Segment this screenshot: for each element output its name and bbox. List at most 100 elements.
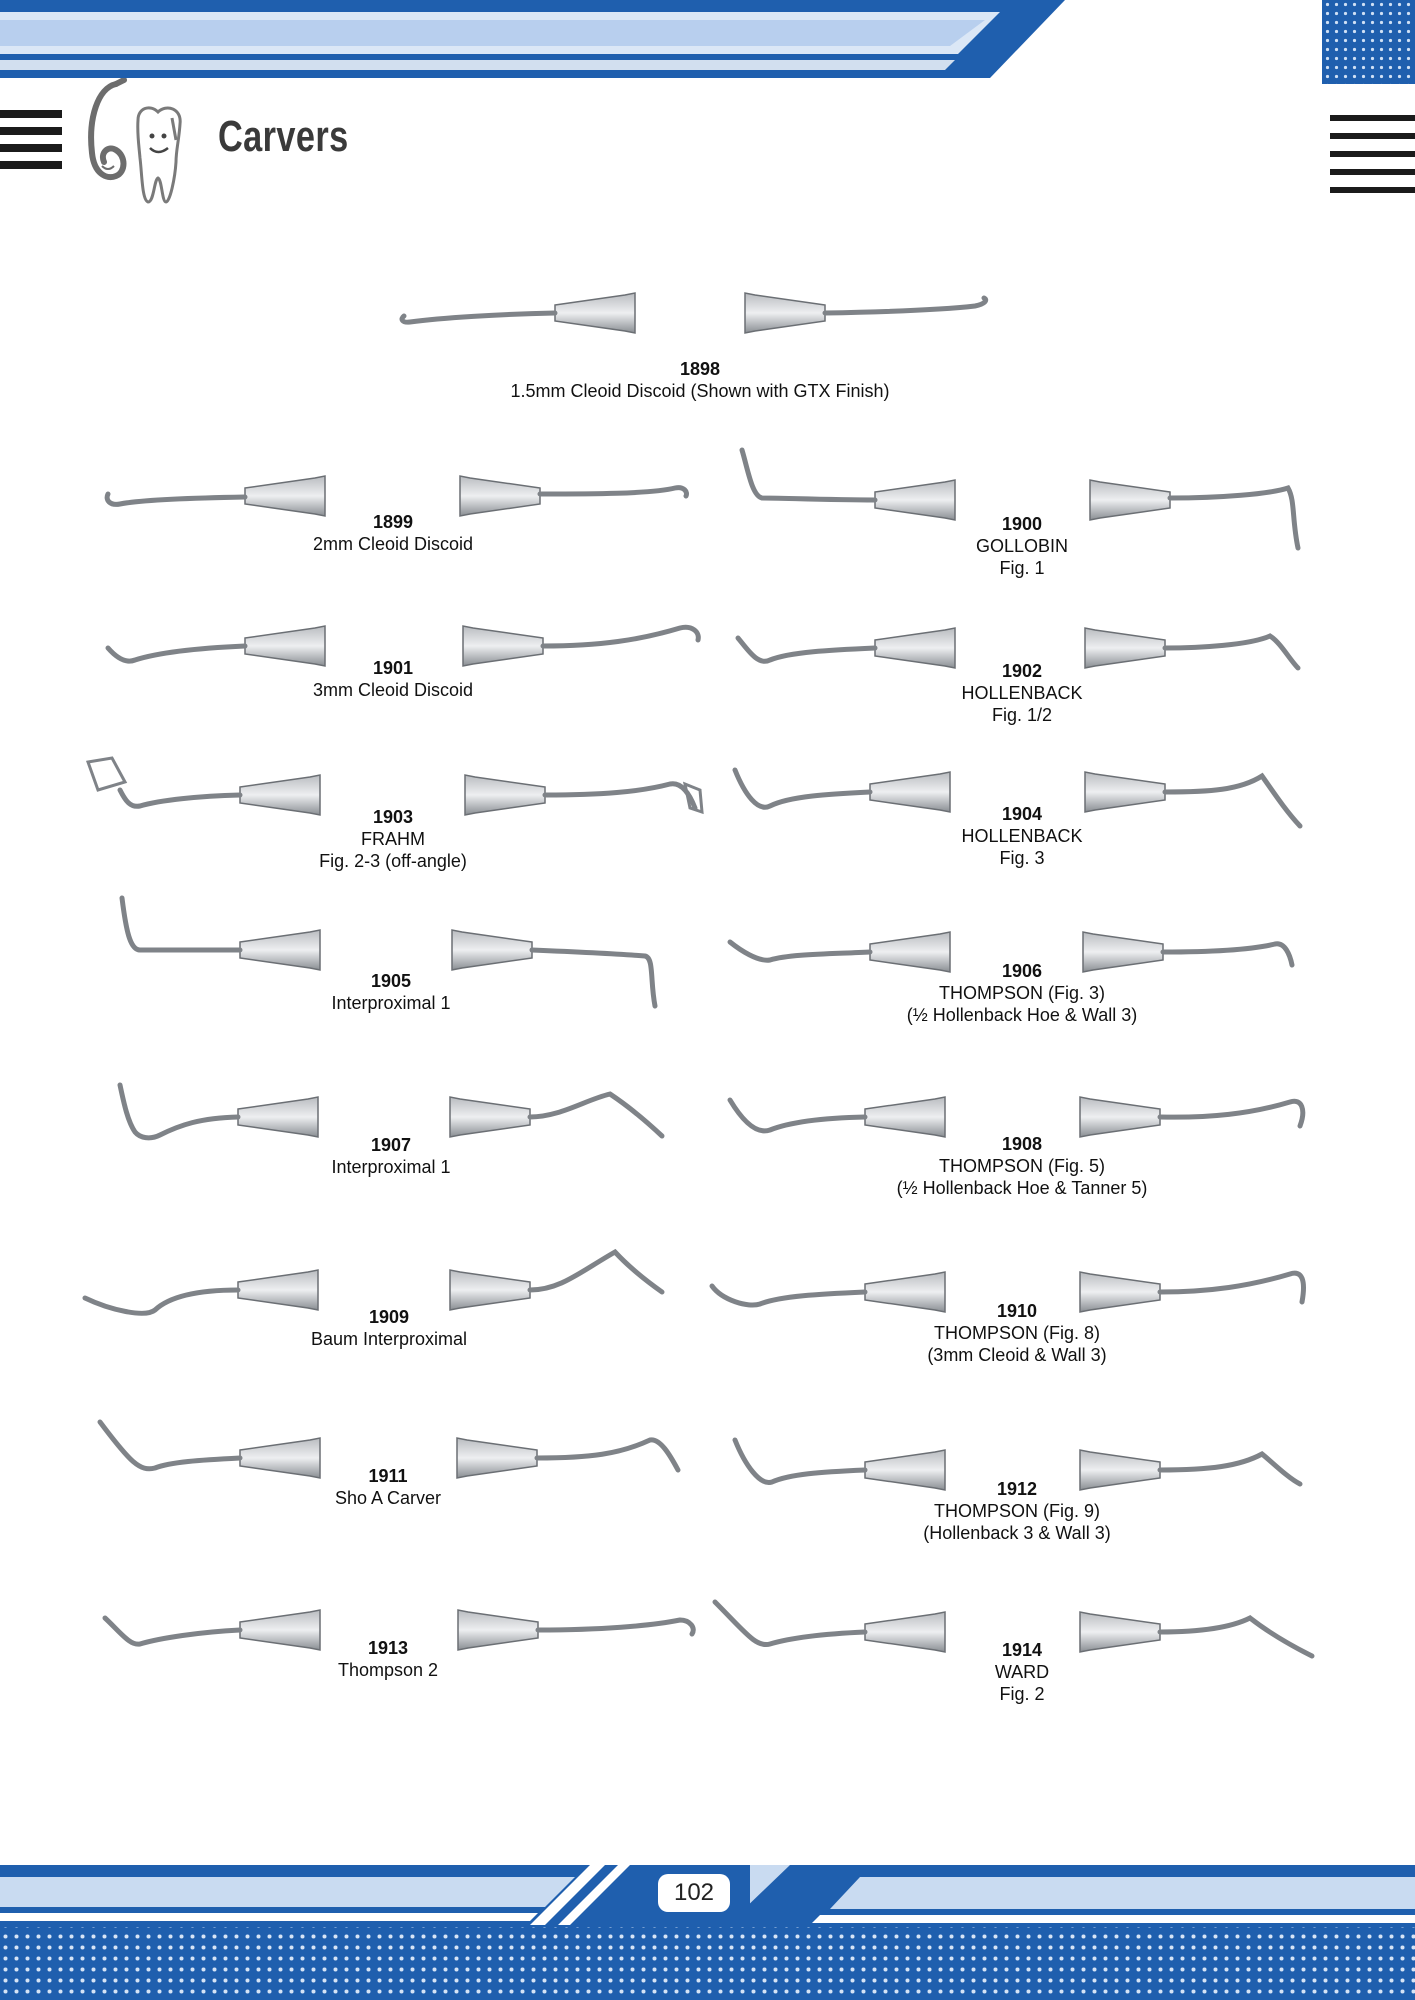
- instrument-ferrule: [1089, 479, 1171, 521]
- item-1913-label: 1913 Thompson 2: [268, 1637, 508, 1681]
- item-1914-label: 1914 WARD Fig. 2: [902, 1639, 1142, 1705]
- instrument-ferrule: [1079, 1449, 1161, 1491]
- instrument-shank: [537, 485, 689, 499]
- item-number: 1905: [370, 971, 412, 991]
- item-1909-label: 1909 Baum Interproximal: [259, 1306, 519, 1350]
- instrument-shank: [97, 1419, 243, 1472]
- item-number: 1911: [368, 1466, 408, 1486]
- item-1910-label: 1910 THOMPSON (Fig. 8) (3mm Cleoid & Wal…: [867, 1300, 1167, 1366]
- instrument-ferrule: [874, 479, 956, 521]
- item-1898-label: 1898 1.5mm Cleoid Discoid (Shown with GT…: [480, 358, 920, 402]
- item-1912-label: 1912 THOMPSON (Fig. 9) (Hollenback 3 & W…: [867, 1478, 1167, 1544]
- instrument-ferrule: [464, 774, 546, 816]
- item-1907-label: 1907 Interproximal 1: [271, 1134, 511, 1178]
- instrument-ferrule: [744, 292, 826, 334]
- instrument-ferrule: [239, 1437, 321, 1479]
- page-number: 102: [658, 1874, 730, 1912]
- item-description: 1.5mm Cleoid Discoid (Shown with GTX Fin…: [510, 381, 890, 401]
- item-description: Fig. 2-3 (off-angle): [319, 851, 467, 871]
- item-description: GOLLOBIN: [975, 536, 1069, 556]
- item-description: Interproximal 1: [331, 1157, 451, 1177]
- instrument-shank: [1157, 1451, 1303, 1487]
- instrument-shank: [399, 310, 558, 325]
- item-description: HOLLENBACK: [961, 683, 1083, 703]
- instrument-ferrule: [239, 929, 321, 971]
- item-number: 1914: [1001, 1640, 1043, 1660]
- item-number: 1903: [372, 807, 414, 827]
- instrument-shank: [732, 1437, 868, 1485]
- instrument-shank: [1157, 1270, 1306, 1305]
- instrument-shank: [1167, 484, 1301, 551]
- item-1902-label: 1902 HOLLENBACK Fig. 1/2: [902, 660, 1142, 726]
- item-number: 1904: [1001, 804, 1043, 824]
- instrument-ferrule: [451, 929, 533, 971]
- instrument-shank: [119, 895, 243, 953]
- item-description: Interproximal 1: [331, 993, 451, 1013]
- item-description: (½ Hollenback Hoe & Wall 3): [906, 1005, 1138, 1025]
- instrument-shank: [535, 1617, 696, 1637]
- item-number: 1912: [996, 1479, 1038, 1499]
- item-number: 1909: [368, 1307, 410, 1327]
- item-description: FRAHM: [361, 829, 425, 849]
- instrument-shank: [712, 1599, 868, 1648]
- item-description: Thompson 2: [337, 1660, 439, 1680]
- instrument-shank: [1160, 941, 1295, 968]
- item-number: 1907: [370, 1135, 412, 1155]
- tooth-carver-logo-icon: [88, 78, 182, 204]
- item-number: 1906: [1001, 961, 1043, 981]
- item-description: THOMPSON (Fig. 9): [933, 1501, 1100, 1521]
- instrument-shank: [542, 781, 698, 811]
- instrument-shank: [1157, 1615, 1315, 1659]
- item-number: 1910: [996, 1301, 1038, 1321]
- item-1900-label: 1900 GOLLOBIN Fig. 1: [902, 513, 1142, 579]
- title-stripes-left: [0, 110, 62, 178]
- instrument-ferrule: [864, 1449, 946, 1491]
- item-1911-label: 1911 Sho A Carver: [268, 1465, 508, 1509]
- instrument-ferrule: [1079, 1611, 1161, 1653]
- instrument-shank: [105, 643, 248, 664]
- item-number: 1902: [1001, 661, 1043, 681]
- instrument-ferrule: [1079, 1096, 1161, 1138]
- instrument-shank: [102, 1615, 243, 1647]
- instrument-ferrule: [239, 774, 321, 816]
- instrument-shank: [117, 787, 243, 809]
- instrument-ferrule: [864, 1611, 946, 1653]
- instrument-shank: [1162, 772, 1303, 829]
- instrument-ferrule: [1084, 627, 1166, 669]
- item-1905-label: 1905 Interproximal 1: [271, 970, 511, 1014]
- instrument-ferrule: [456, 1437, 538, 1479]
- instrument-shank: [735, 635, 878, 664]
- instrument-shank: [732, 767, 873, 810]
- instrument-ferrule: [864, 1096, 946, 1138]
- item-number: 1900: [1001, 514, 1043, 534]
- instrument-shank: [534, 1437, 681, 1473]
- item-description: (Hollenback 3 & Wall 3): [923, 1523, 1111, 1543]
- instrument-shank: [527, 1248, 665, 1295]
- title-stripes-right: [1330, 115, 1415, 205]
- instrument-ferrule: [449, 1269, 531, 1311]
- item-number: 1899: [372, 512, 414, 532]
- item-number: 1913: [367, 1638, 409, 1658]
- instrument-ferrule: [554, 292, 636, 334]
- page-title: Carvers: [218, 112, 349, 161]
- instrument-shank: [1157, 1098, 1306, 1129]
- item-description: (3mm Cleoid & Wall 3): [927, 1345, 1107, 1365]
- instrument-ferrule: [1082, 931, 1164, 973]
- item-description: THOMPSON (Fig. 5): [938, 1156, 1105, 1176]
- item-description: Fig. 1/2: [991, 705, 1053, 725]
- header-band: [0, 0, 1415, 84]
- instrument-ferrule: [864, 1271, 946, 1313]
- instrument-ferrule: [874, 627, 956, 669]
- instrument-shank: [85, 756, 128, 792]
- item-description: THOMPSON (Fig. 3): [938, 983, 1105, 1003]
- item-1901-label: 1901 3mm Cleoid Discoid: [273, 657, 513, 701]
- instrument-ferrule: [237, 1269, 319, 1311]
- instrument-ferrule: [239, 1609, 321, 1651]
- instrument-shank: [82, 1287, 241, 1316]
- instrument-shank: [117, 1082, 241, 1141]
- instrument-illustrations: [82, 292, 1315, 1659]
- item-description: Fig. 1: [999, 558, 1045, 578]
- instrument-ferrule: [449, 1096, 531, 1138]
- instrument-shank: [709, 1283, 868, 1308]
- instrument-shank: [527, 1091, 665, 1139]
